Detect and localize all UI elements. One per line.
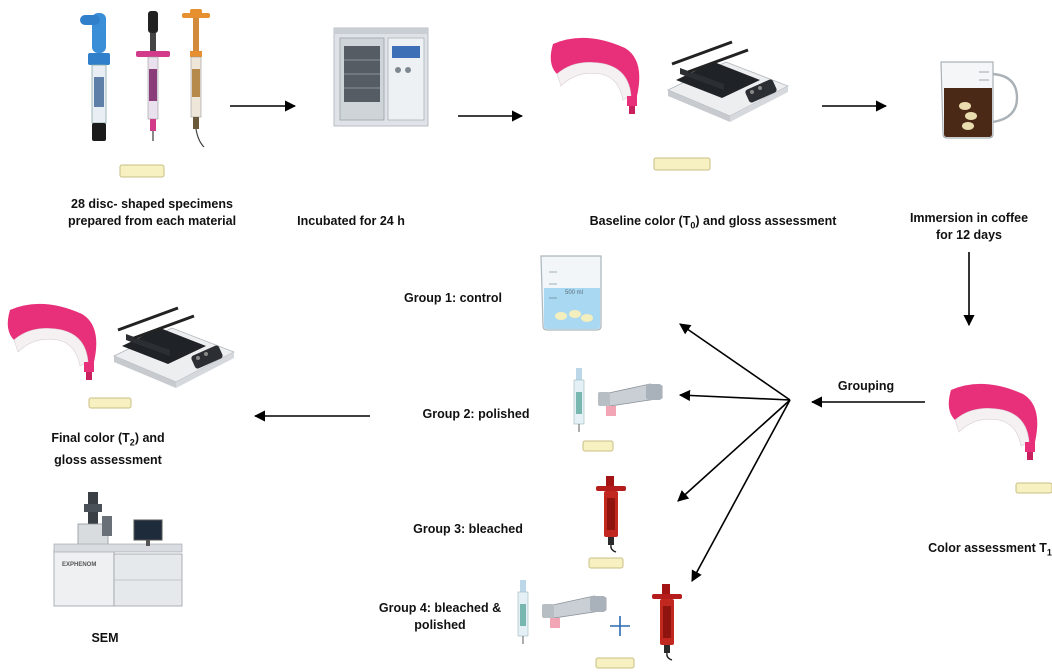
specimen-disc	[88, 397, 132, 409]
label-incubate-text: Incubated for 24 h	[297, 214, 405, 228]
bleaching-syringe-icon	[652, 584, 682, 661]
coffee-beaker-icon	[940, 61, 1019, 139]
label-baseline-post: ) and gloss assessment	[695, 214, 837, 228]
label-color-t1-sub: 1	[1046, 547, 1052, 558]
handpiece-icon	[573, 368, 663, 432]
label-final-pre: Final color (T	[51, 431, 130, 445]
label-group-3: Group 3: bleached	[406, 521, 530, 538]
specimen-disc	[588, 557, 624, 569]
label-sem: SEM	[80, 630, 130, 647]
label-group-2-text: Group 2: polished	[422, 407, 530, 421]
arrow-hub-to-group3	[677, 399, 791, 502]
label-immersion-line1: Immersion in coffee	[909, 211, 1029, 225]
specimen-disc	[582, 440, 614, 452]
glossmeter-icon	[667, 40, 789, 122]
label-baseline: Baseline color (T0) and gloss assessment	[586, 213, 840, 235]
label-group-4: Group 4: bleached & polished	[368, 600, 512, 634]
spectrophotometer-icon	[550, 37, 640, 114]
label-prepare-line2: prepared from each material	[67, 214, 237, 228]
label-final-line2: gloss assessment	[54, 452, 162, 467]
spectrophotometer-icon	[948, 383, 1038, 460]
label-grouping-text: Grouping	[837, 379, 895, 393]
label-baseline-pre: Baseline color (T	[589, 214, 691, 228]
label-final-post: ) and	[134, 431, 165, 445]
label-final-sub: 2	[129, 437, 135, 448]
label-group-4-line2: polished	[414, 618, 466, 632]
label-group-1: Group 1: control	[390, 290, 516, 307]
label-incubate: Incubated for 24 h	[286, 213, 416, 230]
arrow-hub-to-group1	[679, 323, 791, 401]
label-color-t1: Color assessment T1	[926, 540, 1052, 562]
arrow-hub-to-group2	[678, 389, 791, 402]
label-final: Final color (T2) and gloss assessment	[34, 430, 182, 469]
label-prepare-line1: 28 disc- shaped specimens	[71, 197, 233, 211]
specimen-disc	[1015, 482, 1052, 494]
label-sem-text: SEM	[91, 631, 119, 645]
label-immersion: Immersion in coffee for 12 days	[904, 210, 1034, 244]
arrow-hub-to-group4	[691, 399, 791, 582]
label-immersion-line2: for 12 days	[935, 228, 1002, 242]
spectrophotometer-icon	[7, 303, 97, 380]
label-group-2: Group 2: polished	[414, 406, 538, 423]
label-grouping: Grouping	[828, 378, 904, 395]
glossmeter-icon	[113, 306, 235, 388]
label-color-t1-pre: Color assessment T	[928, 541, 1047, 555]
sem-microscope-icon: EXPHENOM	[53, 492, 183, 607]
sem-brand-text: EXPHENOM	[62, 562, 96, 568]
label-prepare: 28 disc- shaped specimens prepared from …	[52, 196, 252, 230]
label-group-3-text: Group 3: bleached	[413, 522, 523, 536]
specimen-disc	[653, 157, 711, 171]
label-baseline-sub: 0	[690, 220, 696, 231]
label-group-1-text: Group 1: control	[404, 291, 502, 305]
label-group-4-line1: Group 4: bleached &	[378, 601, 502, 615]
water-beaker-icon: 500 ml	[540, 255, 602, 331]
bleaching-syringe-icon	[596, 476, 626, 553]
beaker-volume-mark: 500 ml	[565, 290, 583, 296]
specimen-disc	[595, 657, 635, 669]
specimen-disc	[119, 164, 165, 178]
syringe-icon	[80, 9, 210, 148]
handpiece-icon	[517, 580, 607, 644]
incubator-icon	[333, 27, 429, 127]
plus-icon	[610, 616, 630, 636]
